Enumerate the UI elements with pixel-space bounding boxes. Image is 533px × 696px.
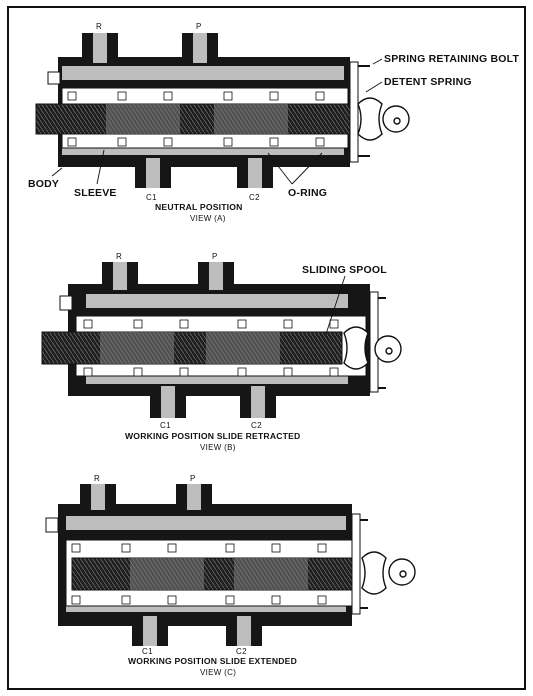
port-label-c1: C1 bbox=[146, 193, 157, 202]
view-b: R P C1 C2 SLIDING SPOOL WORKING POSITION… bbox=[41, 252, 402, 452]
spool-rod bbox=[71, 557, 353, 591]
callout-detent-spring: DETENT SPRING bbox=[384, 76, 472, 88]
left-bolt bbox=[59, 295, 73, 311]
left-bolt bbox=[45, 517, 59, 533]
port-label-p: P bbox=[190, 474, 196, 483]
port-label-r: R bbox=[94, 474, 100, 483]
end-cap-plate bbox=[349, 61, 359, 163]
port-label-r: R bbox=[96, 22, 102, 31]
port-label-c1: C1 bbox=[160, 421, 171, 430]
callout-body: BODY bbox=[28, 178, 59, 190]
port-label-c1: C1 bbox=[142, 647, 153, 656]
callout-spring-retaining-bolt: SPRING RETAINING BOLT bbox=[384, 53, 519, 65]
port-label-p: P bbox=[196, 22, 202, 31]
detent-knob bbox=[357, 97, 410, 141]
subcaption-view-c: VIEW (C) bbox=[200, 668, 236, 677]
port-label-p: P bbox=[212, 252, 218, 261]
port-label-c2: C2 bbox=[251, 421, 262, 430]
detent-knob bbox=[343, 326, 402, 370]
sliding-spool bbox=[41, 331, 343, 365]
view-a: R P C1 C2 SPRING RETAINING BOLT DETENT S… bbox=[28, 22, 519, 223]
subcaption-view-a: VIEW (A) bbox=[190, 214, 226, 223]
spool-rod bbox=[35, 103, 357, 135]
subcaption-view-b: VIEW (B) bbox=[200, 443, 236, 452]
callout-sleeve: SLEEVE bbox=[74, 187, 117, 199]
figure-frame bbox=[7, 6, 526, 690]
caption-view-a: NEUTRAL POSITION bbox=[155, 202, 243, 212]
left-bolt bbox=[47, 71, 61, 85]
callout-o-ring: O-RING bbox=[288, 187, 327, 199]
port-label-r: R bbox=[116, 252, 122, 261]
view-c: R P C1 C2 WORKING POSITION SLIDE EXTENDE… bbox=[45, 474, 416, 677]
port-label-c2: C2 bbox=[249, 193, 260, 202]
end-cap-plate bbox=[351, 513, 361, 615]
detent-knob bbox=[361, 551, 416, 595]
caption-view-b: WORKING POSITION SLIDE RETRACTED bbox=[125, 431, 300, 441]
port-label-c2: C2 bbox=[236, 647, 247, 656]
caption-view-c: WORKING POSITION SLIDE EXTENDED bbox=[128, 656, 297, 666]
callout-sliding-spool: SLIDING SPOOL bbox=[302, 264, 387, 276]
